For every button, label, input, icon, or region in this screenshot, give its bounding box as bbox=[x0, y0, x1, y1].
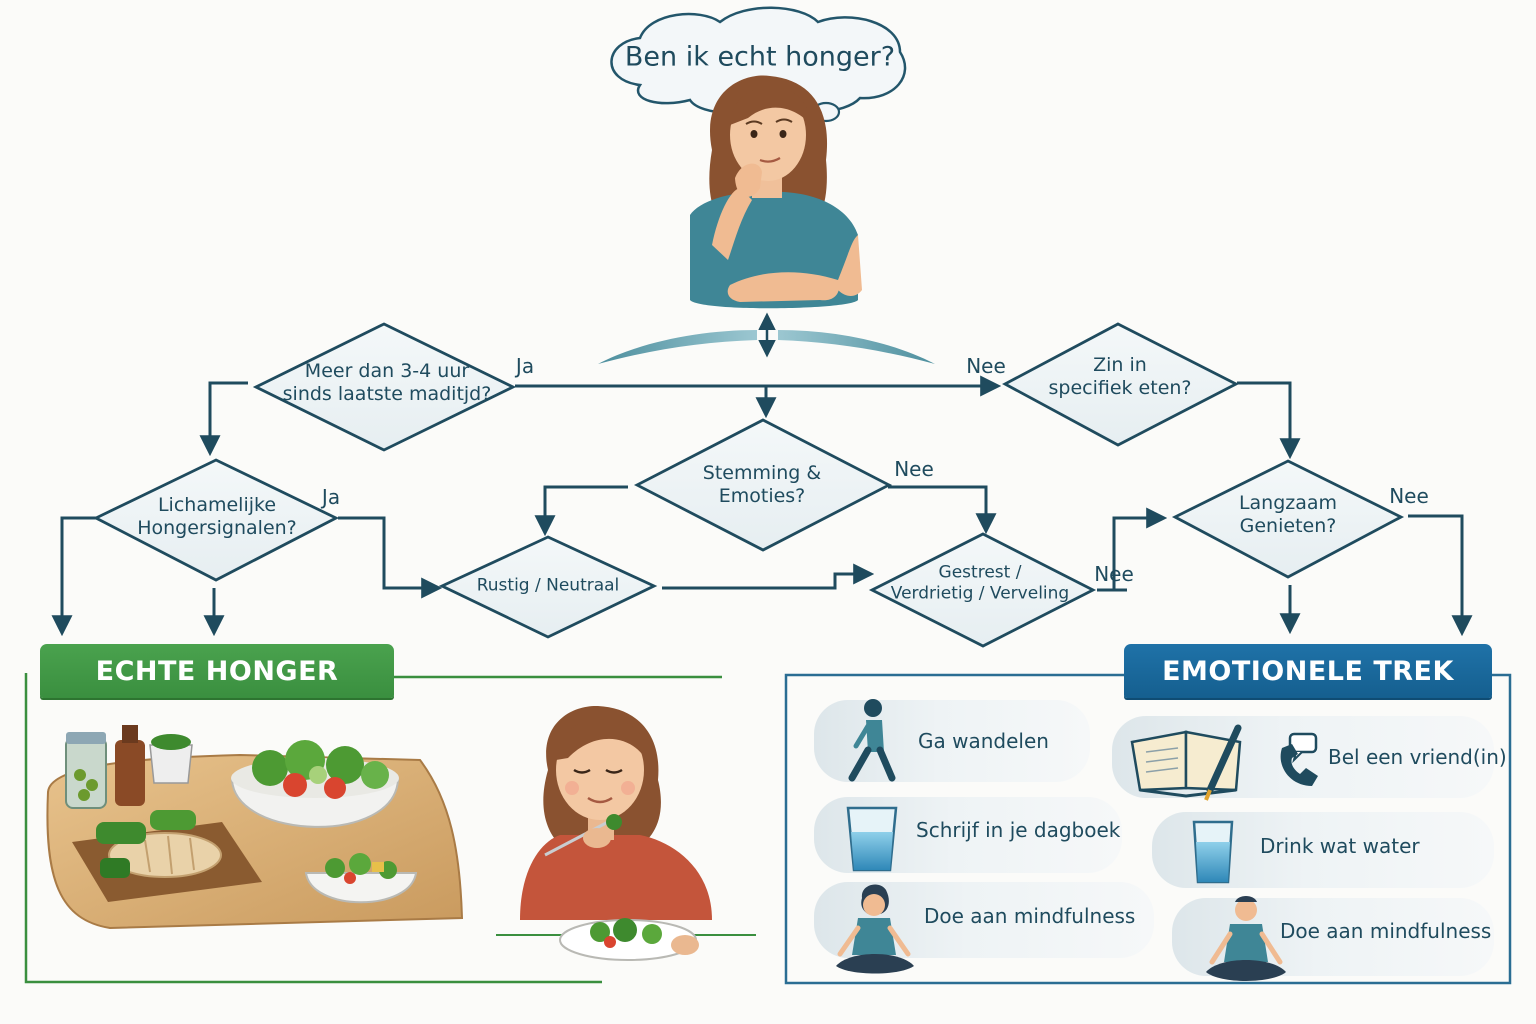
edge-label-nee-4: Nee bbox=[1389, 483, 1429, 508]
question-title: Ben ik echt honger? bbox=[624, 41, 896, 73]
activity-call-label: Bel een vriend(in) bbox=[1328, 745, 1507, 769]
walking-person-icon bbox=[848, 699, 896, 782]
decision-diamonds bbox=[92, 322, 1405, 648]
thinking-woman-illustration bbox=[690, 75, 862, 309]
phone-chat-icon bbox=[1280, 732, 1318, 786]
diamond-mood-label: Stemming &Emoties? bbox=[702, 461, 822, 507]
edge-label-nee-3: Nee bbox=[1094, 561, 1134, 586]
diamond-calm-label: Rustig / Neutraal bbox=[476, 575, 620, 596]
activity-journal-label: Schrijf in je dagboek bbox=[916, 818, 1121, 842]
diamond-mood-emotions bbox=[633, 418, 893, 552]
eating-woman-illustration bbox=[520, 705, 712, 961]
healthy-food-illustration bbox=[46, 725, 464, 930]
real-hunger-frame-left bbox=[24, 673, 602, 984]
activity-water-label: Drink wat water bbox=[1260, 834, 1420, 858]
diamond-stress-label: Gestrest /Verdrietig / Verveling bbox=[890, 562, 1070, 603]
activity-mindfulness-label: Doe aan mindfulness bbox=[924, 904, 1136, 928]
edge-label-nee-2: Nee bbox=[894, 456, 934, 481]
real-hunger-banner: ECHTE HONGER bbox=[40, 644, 394, 698]
diamond-stressed-sad bbox=[868, 532, 1097, 648]
edge-label-nee-1: Nee bbox=[966, 353, 1006, 378]
water-glass-icon-2 bbox=[1192, 820, 1234, 884]
meditating-man-icon bbox=[1206, 896, 1286, 981]
diamond-specific-food bbox=[1002, 322, 1240, 447]
activity-walk-label: Ga wandelen bbox=[918, 729, 1049, 753]
diamond-hours-since-meal bbox=[252, 322, 517, 452]
diamond-physical-signals bbox=[92, 458, 340, 582]
journal-book-icon bbox=[1130, 724, 1242, 801]
edge-label-ja-2: Ja bbox=[321, 484, 341, 509]
connectors bbox=[51, 375, 1473, 637]
emotional-craving-banner: EMOTIONELE TREK bbox=[1124, 644, 1492, 698]
edge-label-ja-1: Ja bbox=[515, 353, 535, 378]
diamond-calm-neutral bbox=[438, 535, 658, 639]
water-glass-icon bbox=[846, 806, 898, 872]
top-connector bbox=[598, 312, 935, 364]
diamond-eat-slowly bbox=[1171, 459, 1405, 579]
activity-mindfulness-label-2: Doe aan mindfulness bbox=[1280, 919, 1492, 943]
meditating-woman-icon bbox=[836, 884, 914, 974]
